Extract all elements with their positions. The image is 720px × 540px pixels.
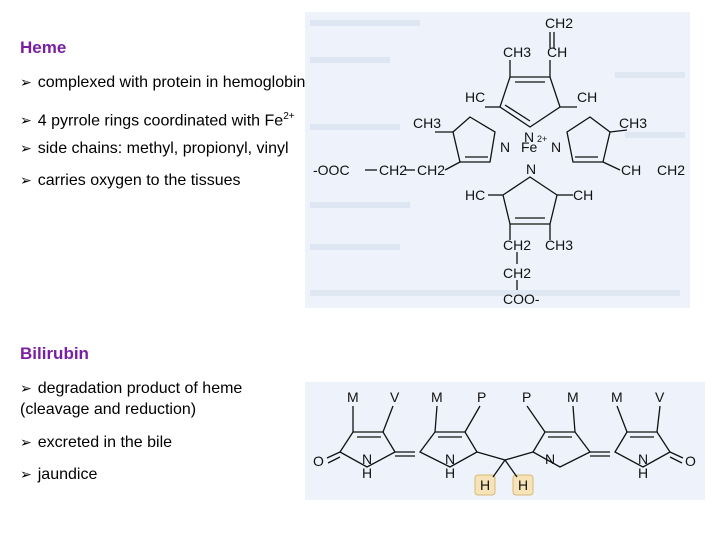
- heme-label-ch2-bottom-1: CH2: [503, 237, 531, 253]
- bilirubin-sub-1: M: [347, 389, 359, 405]
- heme-bullet-3: ➢ side chains: methyl, propionyl, vinyl: [20, 138, 289, 159]
- bullet-text: carries oxygen to the tissues: [37, 172, 241, 189]
- heme-label-n-right: N: [551, 139, 561, 155]
- arrow-bullet-icon: ➢: [20, 140, 32, 156]
- bullet-text: complexed with protein in hemoglobin: [37, 74, 306, 91]
- arrow-bullet-icon: ➢: [20, 466, 32, 482]
- bilirubin-sub-3: M: [431, 389, 443, 405]
- bullet-text: jaundice: [37, 466, 98, 483]
- heme-label-n-top: N: [524, 129, 534, 145]
- heme-label-ch-vinyl: CH: [621, 162, 641, 178]
- bilirubin-bullet-2: ➢ excreted in the bile: [20, 432, 172, 453]
- bilirubin-atom-h-1: H: [362, 465, 372, 481]
- bullet-text: side chains: methyl, propionyl, vinyl: [37, 140, 289, 157]
- bilirubin-heading: Bilirubin: [20, 344, 89, 363]
- arrow-bullet-icon: ➢: [20, 434, 32, 450]
- heme-label-hc-bottom: HC: [465, 187, 485, 203]
- heme-label-ch2-bottom-2: CH2: [503, 265, 531, 281]
- bilirubin-atom-n-2: N: [445, 451, 455, 467]
- bullet-text: degradation product of heme (cleavage an…: [20, 380, 243, 418]
- heme-bullet-2: ➢ 4 pyrrole rings coordinated with Fe2+: [20, 106, 295, 131]
- bilirubin-atom-o-right: O: [685, 453, 696, 469]
- bilirubin-bullet-3: ➢ jaundice: [20, 464, 97, 485]
- heme-label-ch2-left-2: CH2: [417, 162, 445, 178]
- heme-label-ch2-top: CH2: [545, 15, 573, 31]
- heme-bullet-4: ➢ carries oxygen to the tissues: [20, 170, 241, 191]
- heme-label-n-bottom: N: [526, 161, 536, 177]
- heme-structure-image: CH2 CH3 CH HC CH CH3 CH3 N Fe N N N 2+ -…: [305, 12, 690, 308]
- bilirubin-atom-n-3: N: [545, 451, 555, 467]
- heme-bullet-1: ➢ complexed with protein in hemoglobin: [20, 72, 305, 93]
- bilirubin-highlighted-h-1: H: [480, 477, 490, 493]
- bilirubin-sub-4: P: [477, 389, 486, 405]
- h-highlight-box: [512, 474, 534, 496]
- heme-label-ch-bottom: CH: [573, 187, 593, 203]
- heme-label-ch3-right: CH3: [619, 115, 647, 131]
- bilirubin-atom-n-1: N: [362, 451, 372, 467]
- arrow-bullet-icon: ➢: [20, 74, 32, 90]
- bilirubin-atom-n-4: N: [638, 451, 648, 467]
- bilirubin-atom-h-4: H: [638, 465, 648, 481]
- bullet-text: excreted in the bile: [37, 434, 173, 451]
- heme-heading: Heme: [20, 38, 67, 57]
- bilirubin-sub-7: M: [611, 389, 623, 405]
- heme-label-ch3-left: CH3: [413, 115, 441, 131]
- heme-label-hc-left: HC: [465, 89, 485, 105]
- arrow-bullet-icon: ➢: [20, 112, 32, 129]
- heme-label-fe-charge: 2+: [537, 134, 547, 144]
- arrow-bullet-icon: ➢: [20, 172, 32, 188]
- heme-structure-diagram: CH2 CH3 CH HC CH CH3 CH3 N Fe N N N 2+ -…: [310, 15, 685, 307]
- heme-label-coo: COO-: [503, 291, 540, 307]
- bilirubin-sub-2: V: [390, 389, 400, 405]
- bilirubin-sub-5: P: [522, 389, 531, 405]
- bilirubin-structure-image: M V M P P M M V O N H N H N N H O H H: [305, 382, 705, 500]
- bilirubin-atom-o-left: O: [313, 453, 324, 469]
- heme-label-ch2-left-1: CH2: [379, 162, 407, 178]
- bilirubin-sub-6: M: [567, 389, 579, 405]
- heme-label-ooc: -OOC: [313, 162, 350, 178]
- h-highlight-box: [474, 474, 496, 496]
- heme-label-ch3-top: CH3: [503, 44, 531, 60]
- bilirubin-highlighted-h-2: H: [518, 477, 528, 493]
- heme-label-n-left: N: [500, 139, 510, 155]
- bilirubin-bullet-1: ➢degradation product of heme (cleavage a…: [20, 378, 300, 420]
- bilirubin-atom-h-2: H: [445, 465, 455, 481]
- bullet-text: 4 pyrrole rings coordinated with Fe: [37, 112, 284, 130]
- fe-charge: 2+: [283, 111, 295, 122]
- heme-label-ch2-vinyl: CH2: [657, 162, 685, 178]
- heme-label-fe: Fe: [521, 139, 538, 155]
- arrow-bullet-icon: ➢: [20, 380, 32, 396]
- bilirubin-structure-diagram: M V M P P M M V O N H N H N N H O H H: [313, 389, 696, 496]
- heme-label-ch-top: CH: [547, 44, 567, 60]
- heme-label-ch-right: CH: [577, 89, 597, 105]
- heme-label-ch3-bottom: CH3: [545, 237, 573, 253]
- bilirubin-sub-8: V: [655, 389, 665, 405]
